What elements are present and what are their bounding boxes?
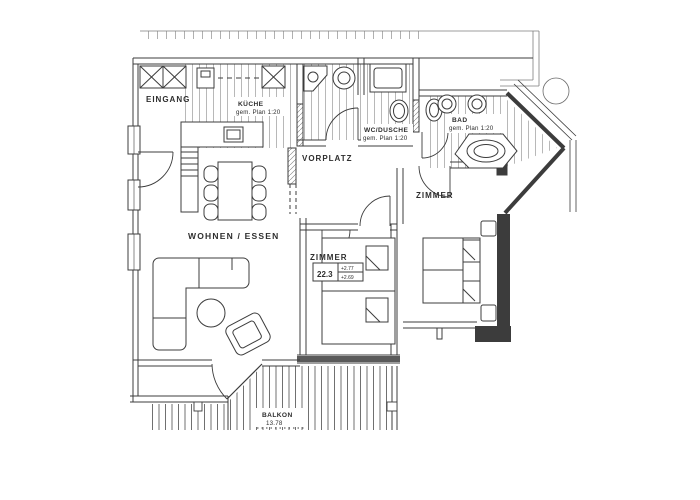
kitchen-entry: [137, 65, 286, 213]
dining-set: [203, 161, 267, 221]
kitchen-island: [180, 146, 199, 213]
living-room-furniture: [152, 257, 271, 400]
bedroom-right-door: [418, 165, 451, 198]
kitchen-counter: [180, 121, 264, 148]
entry-door: [137, 151, 174, 188]
railing-post: [436, 327, 443, 340]
pillow: [462, 239, 481, 263]
label-bad: BAD: [452, 117, 468, 124]
label-wc-dusche: WC/DUSCHE: [364, 127, 408, 134]
balcony-deck-main: [228, 366, 392, 430]
label-kueche: KÜCHE: [238, 99, 264, 108]
label-balkon-dim: 13.78: [266, 420, 283, 427]
chair: [251, 203, 267, 221]
chair: [251, 184, 267, 202]
upper-neighbor-hatch: [140, 31, 420, 39]
column-circle: [542, 77, 570, 105]
bathtub: [454, 133, 518, 169]
chair: [203, 184, 219, 202]
label-wohnen-essen: WOHNEN / ESSEN: [188, 231, 279, 241]
pillow: [365, 297, 389, 323]
label-zimmer-mid: ZIMMER: [310, 253, 348, 262]
nightstand: [480, 220, 497, 237]
masonry-hatch: [412, 99, 420, 133]
balcony-deck-left: [152, 404, 228, 430]
pillow: [365, 245, 389, 271]
corner-sofa: [152, 257, 250, 351]
nightstand: [480, 304, 497, 322]
exterior-wall-bottom: [297, 356, 400, 362]
bedroom-right: [418, 165, 497, 340]
labels: EINGANG KÜCHE gem. Plan 1:20 VORPLATZ WC…: [146, 95, 494, 427]
bad-door: [421, 131, 449, 159]
armchair: [225, 312, 271, 356]
wc-fixtures: [303, 63, 409, 141]
entry-closet: [139, 65, 286, 89]
label-backings: [234, 97, 502, 427]
chair: [251, 165, 267, 183]
wc-door: [325, 107, 359, 141]
label-eingang: EINGANG: [146, 95, 190, 104]
coffee-table: [196, 298, 226, 328]
label-vorplatz: VORPLATZ: [302, 154, 353, 163]
balcony-notch: [386, 401, 398, 412]
label-balkon: BALKON: [262, 412, 293, 419]
balcony-door: [211, 363, 263, 400]
label-wc-dusche-note: gem. Plan 1:20: [363, 135, 408, 142]
exterior-wall-step: [475, 326, 511, 342]
diagonal-bay-walls: [503, 79, 577, 215]
label-zimmer-mid-area: 22.3: [317, 270, 333, 279]
chair: [203, 203, 219, 221]
bedroom-middle: [312, 195, 396, 345]
vorplatz-wall-stub: [287, 147, 297, 185]
area-box: [312, 262, 364, 282]
windows: [127, 125, 141, 271]
label-bad-note: gem. Plan 1:20: [449, 125, 494, 132]
twin-beds: [321, 237, 396, 345]
balcony-notch: [193, 401, 203, 412]
stove: [196, 67, 215, 89]
balcony-details: [193, 401, 398, 429]
pillow: [462, 280, 481, 304]
exterior-wall-right: [497, 214, 510, 326]
neighbor-walls: [140, 30, 570, 105]
bad-fixtures: [421, 94, 518, 169]
dining-table: [217, 161, 253, 221]
label-level-lower: +2.69: [341, 275, 354, 281]
chair: [203, 165, 219, 183]
double-bed: [422, 237, 481, 304]
label-kueche-note: gem. Plan 1:20: [236, 109, 281, 116]
label-zimmer-right: ZIMMER: [416, 191, 454, 200]
label-level-upper: +2.77: [341, 266, 354, 272]
